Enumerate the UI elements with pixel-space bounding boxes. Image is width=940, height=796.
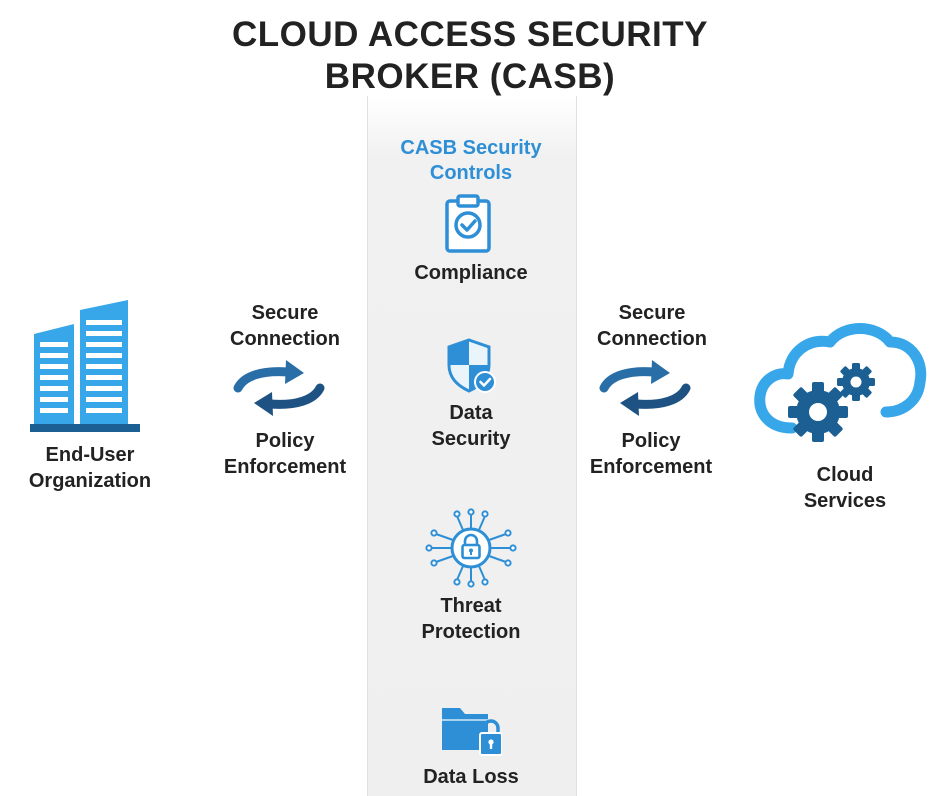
left-policy-line-1: Policy <box>255 430 315 452</box>
panel-header-line-1: CASB Security <box>400 137 542 159</box>
diagram-title: CLOUD ACCESS SECURITY BROKER (CASB) <box>0 14 940 98</box>
end-user-organization-label: End-User Organization <box>0 442 180 494</box>
circuit-lock-icon <box>424 508 518 588</box>
right-secure-connection-label: Secure Connection <box>572 300 732 352</box>
left-secure-line-2: Connection <box>230 328 340 350</box>
clipboard-check-icon <box>444 193 496 255</box>
right-policy-line-1: Policy <box>621 430 681 452</box>
right-secure-line-1: Secure <box>618 302 686 324</box>
right-policy-line-2: Enforcement <box>589 456 713 478</box>
right-policy-enforcement-label: Policy Enforcement <box>566 428 736 480</box>
left-secure-connection-label: Secure Connection <box>205 300 365 352</box>
left-policy-line-2: Enforcement <box>223 456 347 478</box>
control-threat-protection-label: Threat Protection <box>367 593 575 645</box>
control-compliance-label: Compliance <box>367 260 575 286</box>
cloud-services-label: Cloud Services <box>775 462 915 514</box>
folder-lock-icon <box>440 700 502 758</box>
title-line-1: CLOUD ACCESS SECURITY <box>232 15 708 54</box>
cloud-line-2: Services <box>803 490 887 512</box>
left-secure-line-1: Secure <box>251 302 319 324</box>
data-security-line-1: Data <box>449 402 493 424</box>
threat-protection-line-2: Protection <box>421 621 521 643</box>
control-data-loss-label: Data Loss <box>367 764 575 790</box>
cloud-line-1: Cloud <box>816 464 874 486</box>
org-line-2: Organization <box>28 470 152 492</box>
panel-header: CASB Security Controls <box>367 136 575 186</box>
data-loss-text: Data Loss <box>423 766 519 788</box>
compliance-text: Compliance <box>414 262 528 284</box>
office-buildings-icon <box>30 298 140 436</box>
right-secure-line-2: Connection <box>597 328 707 350</box>
data-security-line-2: Security <box>431 428 511 450</box>
org-line-1: End-User <box>45 444 135 466</box>
left-policy-enforcement-label: Policy Enforcement <box>200 428 370 480</box>
sync-arrows-icon <box>598 360 692 416</box>
cloud-gears-icon <box>752 320 930 448</box>
control-data-security-label: Data Security <box>367 400 575 452</box>
shield-check-icon <box>447 338 497 394</box>
title-line-2: BROKER (CASB) <box>324 57 616 96</box>
panel-header-line-2: Controls <box>429 162 513 184</box>
sync-arrows-icon <box>232 360 326 416</box>
threat-protection-line-1: Threat <box>440 595 502 617</box>
